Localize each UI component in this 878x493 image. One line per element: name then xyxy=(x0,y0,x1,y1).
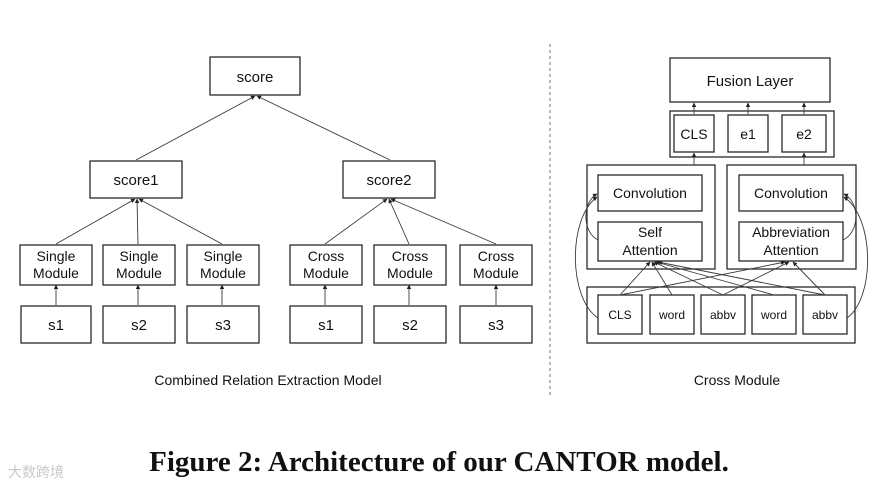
edge-t2-self xyxy=(651,261,673,296)
module-2-line2: Module xyxy=(116,265,162,281)
fusion-layer-label: Fusion Layer xyxy=(707,73,794,90)
module-6-line1: Cross xyxy=(478,248,515,264)
edge-t3-self xyxy=(653,261,724,296)
node-self-attention: Self Attention xyxy=(597,221,703,262)
node-score-label: score xyxy=(237,69,274,86)
node-input-s1-a: s1 xyxy=(20,305,92,344)
node-score1: score1 xyxy=(89,160,183,199)
node-input-s3-a: s3 xyxy=(186,305,260,344)
module-5-line2: Module xyxy=(387,265,433,281)
edge-t5-abbv xyxy=(792,261,826,296)
edge-t4-self xyxy=(655,260,775,296)
input-6-label: s3 xyxy=(488,317,504,334)
node-cross-module-3: Cross Module xyxy=(459,244,533,286)
abbreviation-attention-line1: Abbreviation xyxy=(752,224,830,240)
edge-cross3-score2 xyxy=(390,198,497,245)
node-token-abbv-2: abbv xyxy=(802,294,848,335)
node-fusion-layer: Fusion Layer xyxy=(669,57,831,103)
input-1-label: s1 xyxy=(48,317,64,334)
edge-single3-score1 xyxy=(138,198,223,245)
edge-t5-self xyxy=(657,260,826,296)
input-3-label: s3 xyxy=(215,317,231,334)
token-abbv-2-label: abbv xyxy=(812,308,838,322)
self-attention-line1: Self xyxy=(638,224,662,240)
left-panel-caption: Combined Relation Extraction Model xyxy=(154,372,381,388)
curve-tokens-to-conv-left xyxy=(575,196,599,319)
input-5-label: s2 xyxy=(402,317,418,334)
node-token-word-2: word xyxy=(751,294,797,335)
right-edges xyxy=(575,102,869,319)
right-convolution-label: Convolution xyxy=(754,185,828,201)
token-abbv-1-label: abbv xyxy=(710,308,736,322)
edge-t1-self xyxy=(619,261,651,296)
node-score2-label: score2 xyxy=(366,172,411,189)
output-e1-label: e1 xyxy=(740,126,756,142)
watermark-logo: 大数跨境 xyxy=(8,465,64,481)
node-output-e1: e1 xyxy=(727,114,769,153)
node-input-s1-b: s1 xyxy=(289,305,363,344)
token-word-2-label: word xyxy=(760,308,787,322)
module-3-line2: Module xyxy=(200,265,246,281)
module-1-line1: Single xyxy=(37,248,76,264)
edge-t3-abbv xyxy=(722,261,790,296)
module-2-line1: Single xyxy=(120,248,159,264)
token-cls-label: CLS xyxy=(608,308,631,322)
node-token-abbv-1: abbv xyxy=(700,294,746,335)
module-4-line1: Cross xyxy=(308,248,345,264)
abbreviation-attention-line2: Attention xyxy=(763,242,818,258)
edge-score1-score xyxy=(135,95,256,161)
node-input-s3-b: s3 xyxy=(459,305,533,344)
node-score2: score2 xyxy=(342,160,436,199)
token-word-1-label: word xyxy=(658,308,685,322)
edge-cross2-score2 xyxy=(388,198,410,245)
right-panel-caption: Cross Module xyxy=(694,372,781,388)
edge-single1-score1 xyxy=(55,198,136,245)
node-token-cls: CLS xyxy=(597,294,643,335)
node-token-word-1: word xyxy=(649,294,695,335)
left-edges xyxy=(53,95,499,305)
figure-title: Figure 2: Architecture of our CANTOR mod… xyxy=(149,446,729,478)
node-score1-label: score1 xyxy=(113,172,158,189)
module-1-line2: Module xyxy=(33,265,79,281)
module-3-line1: Single xyxy=(204,248,243,264)
node-score: score xyxy=(209,56,301,96)
output-e2-label: e2 xyxy=(796,126,812,142)
node-cross-module-2: Cross Module xyxy=(373,244,447,286)
node-input-s2-b: s2 xyxy=(373,305,447,344)
node-cross-module-1: Cross Module xyxy=(289,244,363,286)
node-single-module-1: Single Module xyxy=(19,244,93,286)
edge-cross1-score2 xyxy=(324,198,388,245)
node-single-module-2: Single Module xyxy=(102,244,176,286)
self-attention-line2: Attention xyxy=(622,242,677,258)
left-convolution-label: Convolution xyxy=(613,185,687,201)
node-input-s2-a: s2 xyxy=(102,305,176,344)
edge-t1-abbv xyxy=(619,260,786,296)
node-output-cls: CLS xyxy=(673,114,715,153)
node-output-e2: e2 xyxy=(781,114,827,153)
edge-single2-score1 xyxy=(134,198,140,245)
node-right-convolution: Convolution xyxy=(738,174,844,212)
node-left-convolution: Convolution xyxy=(597,174,703,212)
input-2-label: s2 xyxy=(131,317,147,334)
node-abbreviation-attention: Abbreviation Attention xyxy=(738,221,844,262)
module-6-line2: Module xyxy=(473,265,519,281)
edge-score2-score xyxy=(256,95,391,161)
module-4-line2: Module xyxy=(303,265,349,281)
curve-tokens-to-conv-right xyxy=(843,196,869,319)
output-cls-label: CLS xyxy=(680,126,707,142)
input-4-label: s1 xyxy=(318,317,334,334)
module-5-line1: Cross xyxy=(392,248,429,264)
node-single-module-3: Single Module xyxy=(186,244,260,286)
